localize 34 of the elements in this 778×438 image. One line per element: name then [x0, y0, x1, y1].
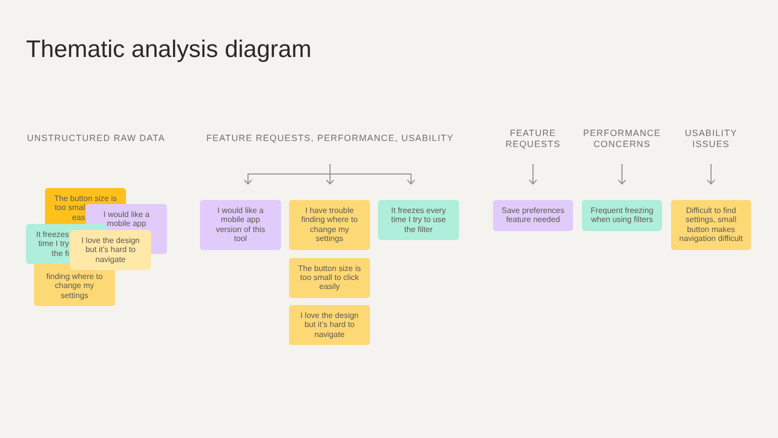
column-heading: PERFORMANCE CONCERNS: [580, 128, 664, 150]
note-text: time I try: [38, 239, 69, 249]
note-text: Frequent freezing when using filters: [590, 206, 654, 225]
note-text: It freezes: [36, 230, 69, 240]
diagram-title: Thematic analysis diagram: [26, 36, 312, 64]
note-text: I have trouble finding where to change my settings: [300, 206, 359, 244]
note-text: I would like a mobile app version of this tool: [214, 206, 266, 244]
sticky-note: [289, 305, 370, 346]
note-text: I would like a mobile app: [102, 210, 151, 229]
note-text: I love the design but it’s hard to navigate: [81, 236, 140, 264]
column-heading: FEATURE REQUESTS: [491, 128, 575, 150]
note-text: The button size is: [54, 194, 117, 204]
column-heading: UNSTRUCTURED RAW DATA: [27, 133, 166, 144]
note-text: too smal: [54, 203, 85, 213]
column-heading: USABILITY ISSUES: [669, 128, 753, 150]
sticky-note: [289, 258, 370, 298]
note-text: It freezes every time I try to use the filter: [390, 206, 447, 234]
sticky-note: [289, 200, 370, 250]
note-text: Save preferences feature needed: [501, 206, 565, 225]
note-text: The button size is too small to click easily: [298, 264, 362, 292]
sticky-note: [378, 200, 459, 240]
arrow: [528, 164, 538, 184]
note-text: I love the design but it’s hard to navigate: [299, 311, 360, 340]
arrow: [618, 164, 626, 184]
sticky-note: [493, 200, 573, 231]
note-text: eas: [72, 212, 85, 222]
note-text: finding where to change my settings: [45, 272, 104, 300]
sticky-note: [200, 200, 281, 250]
sticky-note: [582, 200, 662, 231]
note-text: Difficult to find settings, small button makes navigation difficult: [679, 206, 743, 244]
arrow: [706, 164, 716, 184]
sticky-note: [671, 200, 751, 250]
column-heading: FEATURE REQUESTS, PERFORMANCE, USABILITY: [206, 133, 454, 144]
note-text: the fi: [52, 248, 69, 258]
